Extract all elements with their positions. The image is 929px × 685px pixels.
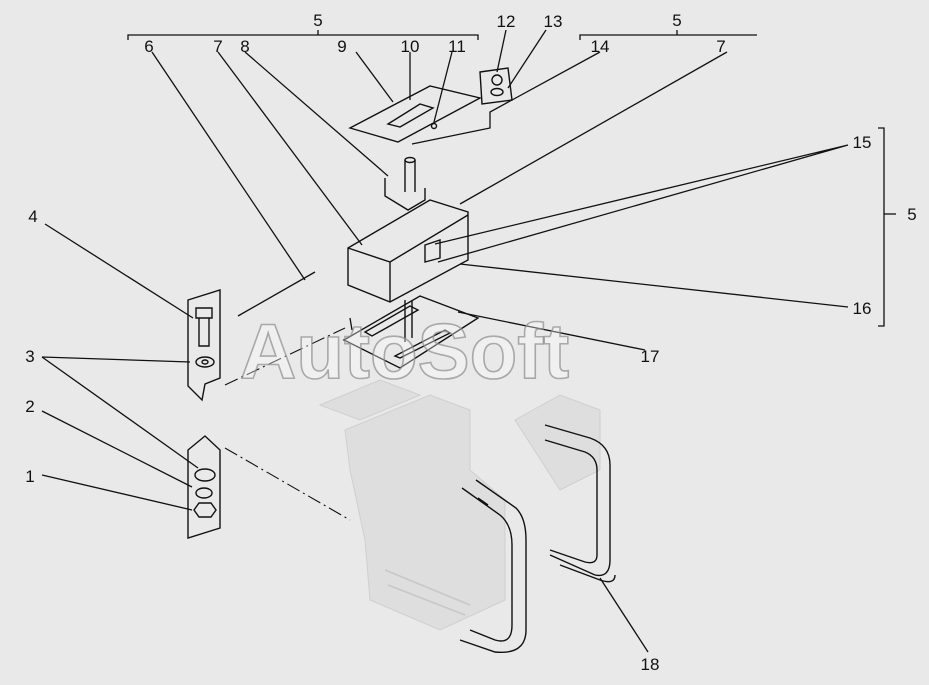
washer-icon: [195, 487, 213, 499]
leader-lines: [41, 29, 849, 653]
bolt-card-upper: [187, 289, 221, 402]
mounting-frame: [318, 379, 601, 631]
washer-icon: [490, 87, 504, 97]
callout-12: 12: [497, 12, 516, 31]
callout-3: 3: [25, 347, 34, 366]
callout-4: 4: [28, 207, 37, 226]
callout-11: 11: [448, 37, 466, 56]
callout-8: 8: [240, 37, 249, 56]
bolt-icon: [491, 74, 503, 86]
tubular-bracket-18: [384, 424, 616, 654]
watermark-text: AutoSoft: [240, 307, 569, 395]
bolt-icon: [195, 307, 213, 347]
callout-labels: 5 5 6 7 8 9 10 11 12 13 14 7 15 5 16 17 …: [25, 11, 916, 674]
battery-box: [347, 199, 469, 303]
washer-icon: [195, 356, 215, 368]
callout-1: 1: [25, 467, 34, 486]
callout-10: 10: [401, 37, 420, 56]
lock-pin: [384, 156, 426, 211]
nut-icon: [193, 502, 217, 518]
washer-icon: [194, 468, 216, 482]
callout-18: 18: [641, 655, 660, 674]
callout-5-right: 5: [907, 205, 916, 224]
callout-5-top-left: 5: [313, 11, 322, 30]
callout-9: 9: [337, 37, 346, 56]
callout-6: 6: [144, 37, 153, 56]
callout-15: 15: [853, 133, 872, 152]
callout-17: 17: [641, 347, 660, 366]
callout-2: 2: [25, 397, 34, 416]
group-brackets: [127, 30, 896, 327]
callout-7-left: 7: [213, 37, 222, 56]
callout-7-right: 7: [716, 37, 725, 56]
base-plate: [342, 295, 480, 369]
callout-5-top-right: 5: [672, 11, 681, 30]
callout-13: 13: [544, 12, 563, 31]
cover-plate: [348, 85, 482, 143]
callout-16: 16: [853, 299, 872, 318]
assembly-lines: [224, 271, 353, 521]
small-fastener-kit: [479, 67, 513, 105]
callout-14: 14: [591, 37, 610, 56]
bolt-card-lower: [187, 435, 221, 539]
